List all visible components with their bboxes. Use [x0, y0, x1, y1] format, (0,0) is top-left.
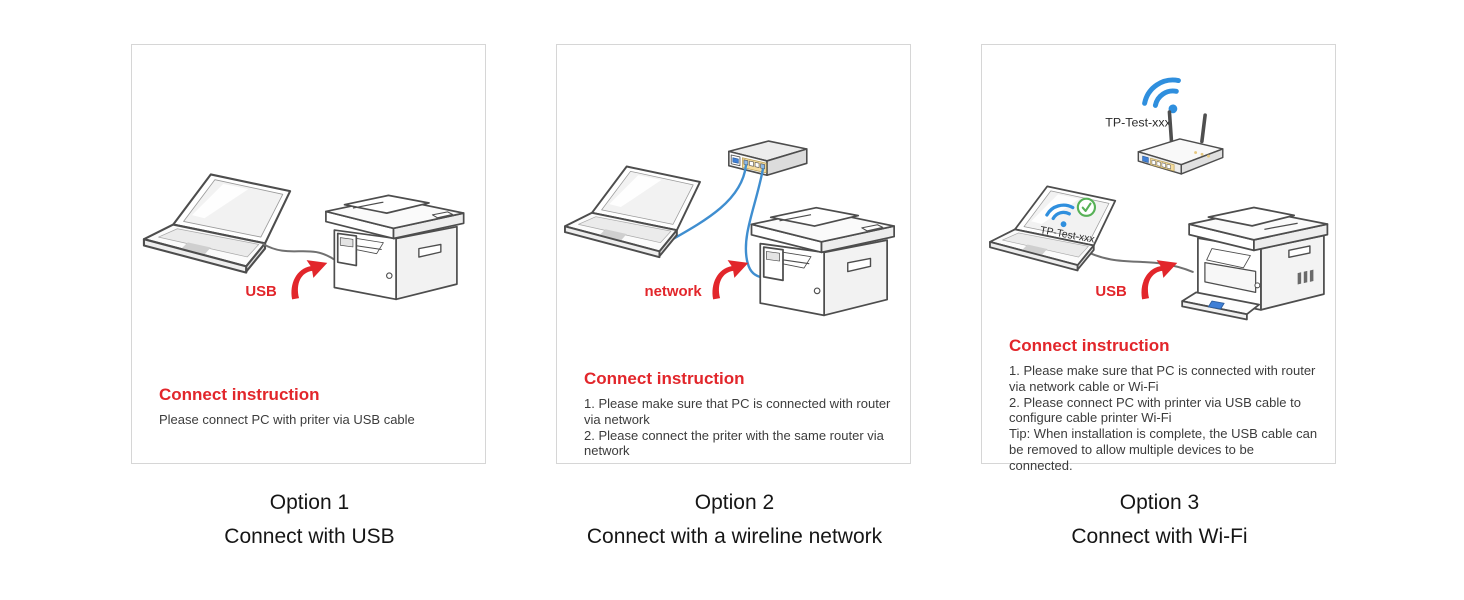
usb-label: USB [245, 284, 277, 300]
router-ssid-label: TP-Test-xxx [1105, 116, 1171, 130]
printer-illustration [325, 194, 465, 301]
option-2-title: Option 2 [694, 491, 775, 514]
option-2-caption: Option 2 Connect with a wireline network [556, 489, 913, 550]
option-3-title: Option 3 [1119, 491, 1200, 514]
usb-label: USB [1095, 284, 1127, 300]
option-2-network-diagram: network [563, 140, 896, 317]
option-3-subtitle: Connect with Wi-Fi [1071, 525, 1248, 548]
instruction-line: 1. Please make sure that PC is connected… [584, 396, 891, 427]
option-3-wifi-diagram: TP-Test-xxx TP-Test-xxx USB [989, 45, 1329, 321]
printer-open-tray-illustration [1181, 206, 1329, 321]
connect-instruction-heading: Connect instruction [159, 385, 320, 404]
option-1-panel: USB Connect instruction Please connect P… [131, 44, 486, 464]
connect-instruction-heading: Connect instruction [1009, 336, 1170, 355]
option-2-subtitle: Connect with a wireline network [586, 525, 883, 548]
option-1-instructions: Connect instruction Please connect PC wi… [159, 385, 469, 428]
network-label: network [645, 284, 703, 300]
option-2-instructions: Connect instruction 1. Please make sure … [584, 369, 894, 459]
instruction-line: 2. Please connect the priter with the sa… [584, 427, 884, 459]
network-cable-to-printer [744, 168, 765, 279]
option-1-title: Option 1 [269, 491, 350, 514]
instruction-line: 1. Please make sure that PC is connected… [1009, 363, 1316, 394]
connect-instruction-heading: Connect instruction [584, 369, 745, 388]
check-circle-icon [1076, 197, 1097, 217]
option-3-instructions: Connect instruction 1. Please make sure … [1009, 336, 1319, 474]
option-1-caption: Option 1 Connect with USB [131, 489, 488, 550]
router-switch-illustration [728, 140, 808, 177]
instruction-line: Tip: When installation is complete, the … [1009, 426, 1318, 473]
option-1-usb-diagram: USB [142, 173, 465, 301]
laptop-illustration [142, 173, 292, 274]
printer-illustration [750, 206, 896, 317]
curved-red-arrow-icon [281, 254, 335, 301]
option-2-panel: network Connect instruction 1. Please ma… [556, 44, 911, 464]
option-3-caption: Option 3 Connect with Wi-Fi [981, 489, 1338, 550]
instruction-line: Please connect PC with priter via USB ca… [159, 412, 415, 427]
network-cable-to-laptop [668, 164, 748, 243]
laptop-illustration [563, 165, 701, 259]
usb-cable [1082, 249, 1194, 273]
option-3-panel: TP-Test-xxx TP-Test-xxx USB Connect inst… [981, 44, 1336, 473]
usb-cable [262, 243, 336, 261]
instruction-line: 2. Please connect PC with printer via US… [1009, 394, 1301, 426]
option-1-subtitle: Connect with USB [224, 525, 395, 548]
